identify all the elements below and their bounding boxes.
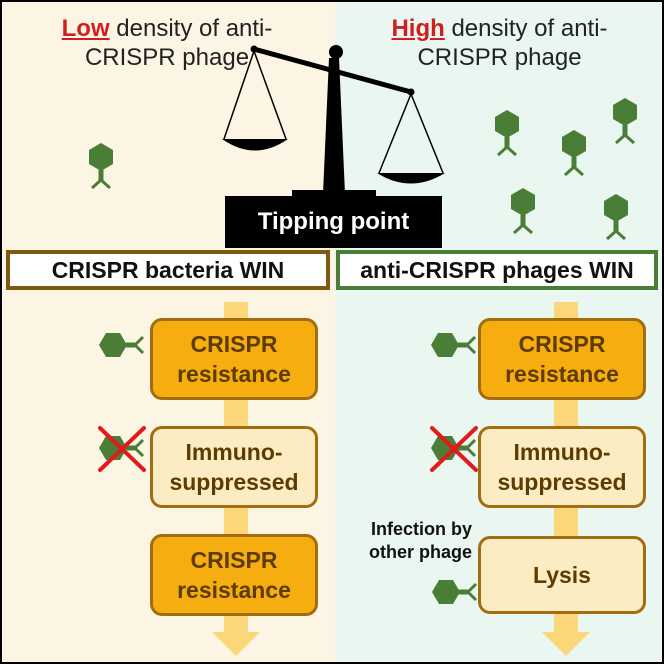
left-header-line2: CRISPR phage xyxy=(84,44,250,71)
balance-scale-icon xyxy=(222,45,445,200)
left-header-line1: density of anti- xyxy=(109,15,273,42)
step-line2: resistance xyxy=(177,361,291,387)
step-line2: resistance xyxy=(177,577,291,603)
infection-label-line1: Infection by xyxy=(370,519,472,539)
high-keyword: High xyxy=(391,15,445,42)
right-header-line1: density of anti- xyxy=(444,15,608,42)
phage-icon xyxy=(493,108,521,157)
phage-icon xyxy=(87,141,115,190)
step-line2: resistance xyxy=(505,361,619,387)
step-line1: CRISPR xyxy=(190,331,278,357)
infection-label: Infection by other phage xyxy=(332,518,472,564)
left-header: Low density of anti- CRISPR phage xyxy=(12,14,322,72)
infection-label-line2: other phage xyxy=(368,542,472,562)
left-win-label: CRISPR bacteria WIN xyxy=(6,250,330,290)
left-step-crispr-resistance-2: CRISPR resistance xyxy=(150,534,318,616)
phage-icon xyxy=(429,331,477,359)
step-line1: CRISPR xyxy=(518,331,606,357)
step-line1: Immuno- xyxy=(185,439,283,465)
step-line1: CRISPR xyxy=(190,547,278,573)
right-step-lysis: Lysis xyxy=(478,536,646,614)
phage-icon xyxy=(430,578,478,606)
right-header: High density of anti- CRISPR phage xyxy=(347,14,652,72)
step-line2: suppressed xyxy=(169,469,299,495)
phage-icon xyxy=(97,331,145,359)
step-line1: Immuno- xyxy=(513,439,611,465)
step-line2: suppressed xyxy=(497,469,627,495)
step-line1: Lysis xyxy=(533,562,591,588)
low-keyword: Low xyxy=(61,15,110,42)
phage-icon xyxy=(602,192,630,241)
red-x-icon xyxy=(430,426,478,472)
right-header-line2: CRISPR phage xyxy=(417,44,582,71)
phage-icon xyxy=(560,128,588,177)
left-step-crispr-resistance: CRISPR resistance xyxy=(150,318,318,400)
red-x-icon xyxy=(98,426,146,472)
phage-icon xyxy=(611,96,639,145)
right-win-label: anti-CRISPR phages WIN xyxy=(336,250,658,290)
phage-icon xyxy=(509,186,537,235)
left-step-immunosuppressed: Immuno- suppressed xyxy=(150,426,318,508)
right-step-crispr-resistance: CRISPR resistance xyxy=(478,318,646,400)
right-step-immunosuppressed: Immuno- suppressed xyxy=(478,426,646,508)
tipping-point-label: Tipping point xyxy=(225,196,442,248)
